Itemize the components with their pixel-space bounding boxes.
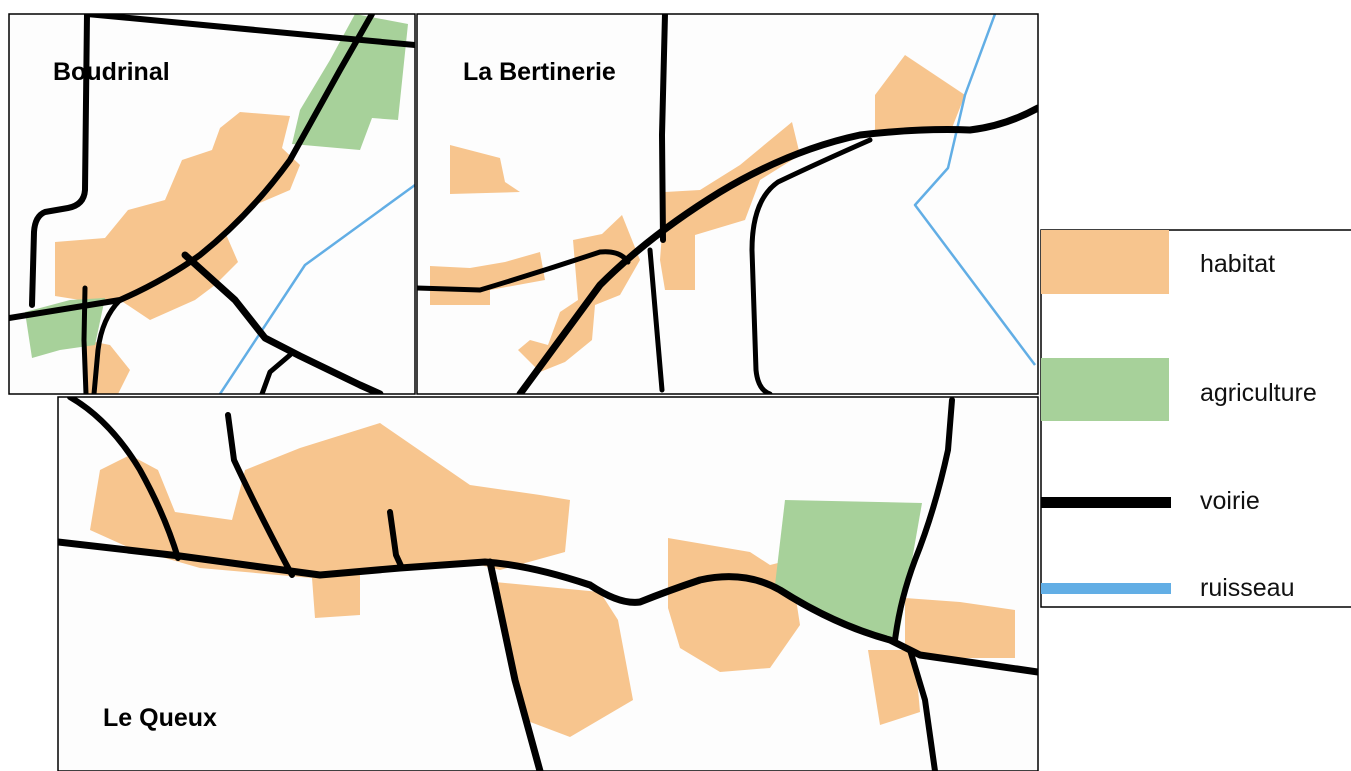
road-network xyxy=(417,14,1038,394)
road-network xyxy=(58,397,1038,771)
legend-swatch-voirie xyxy=(1041,497,1171,508)
habitat-area xyxy=(55,112,300,320)
legend-label-ruisseau: ruisseau xyxy=(1200,574,1295,602)
panel-frame xyxy=(416,13,1039,395)
habitat-area xyxy=(450,145,520,194)
habitat-area xyxy=(90,423,570,618)
place-label: La Bertinerie xyxy=(463,58,616,86)
panel-boudrinal[interactable]: Boudrinal xyxy=(8,13,416,395)
panel-bertinerie[interactable]: La Bertinerie xyxy=(416,13,1039,395)
place-label: Boudrinal xyxy=(53,58,170,86)
legend-swatch-habitat xyxy=(1041,230,1169,294)
panel-frame xyxy=(8,13,416,395)
legend-swatch-ruisseau xyxy=(1041,583,1171,594)
habitat-area xyxy=(875,55,965,130)
panel-frame xyxy=(57,396,1039,771)
legend-label-voirie: voirie xyxy=(1200,487,1260,515)
stream-line xyxy=(913,14,1036,366)
habitat-area xyxy=(905,598,1015,658)
legend-swatch-agriculture xyxy=(1041,358,1169,421)
habitat-area xyxy=(495,582,633,737)
panel-queux[interactable]: Le Queux xyxy=(57,396,1039,771)
legend-label-agriculture: agriculture xyxy=(1200,379,1317,407)
habitat-area xyxy=(868,650,920,725)
habitat-area xyxy=(668,538,800,672)
place-label: Le Queux xyxy=(103,704,217,732)
road-network xyxy=(9,14,415,394)
stream-line xyxy=(218,183,415,394)
agriculture-area xyxy=(292,14,408,150)
legend: habitat agriculture voirie ruisseau xyxy=(1040,229,1351,608)
legend-label-habitat: habitat xyxy=(1200,250,1275,278)
